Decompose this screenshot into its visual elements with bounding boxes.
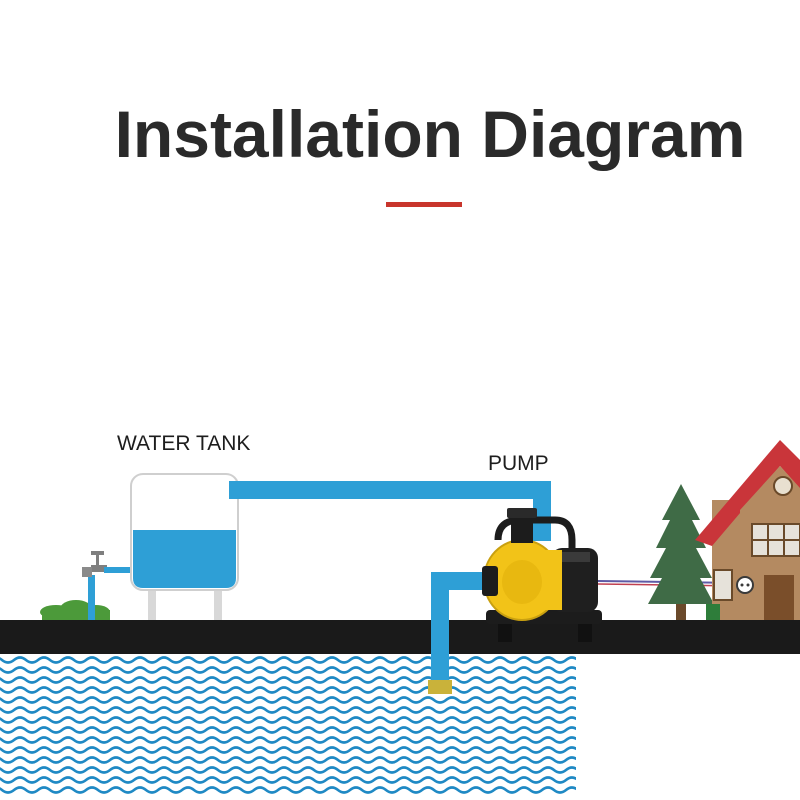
pump-label: PUMP xyxy=(488,452,549,475)
grass xyxy=(40,600,110,620)
foot-valve-icon xyxy=(428,680,452,694)
water-tank xyxy=(130,473,239,620)
wave-line xyxy=(0,696,576,704)
wave-line xyxy=(0,756,576,764)
wave-line xyxy=(0,686,576,694)
wave-line xyxy=(0,666,576,674)
house-icon xyxy=(695,440,800,620)
underground-water xyxy=(0,656,576,794)
wave-line xyxy=(0,776,576,784)
wave-line xyxy=(0,736,576,744)
wave-line xyxy=(0,716,576,724)
wave-line xyxy=(0,706,576,714)
wave-line xyxy=(0,766,576,774)
wave-line xyxy=(0,676,576,684)
pine-tree-icon xyxy=(648,484,714,620)
page-title: Installation Diagram xyxy=(114,97,746,171)
wave-line xyxy=(0,726,576,734)
water-pump-icon xyxy=(482,508,741,642)
water-tank-label: WATER TANK xyxy=(117,432,251,455)
pipe-system xyxy=(229,481,551,682)
wave-line xyxy=(0,656,576,664)
power-socket-icon xyxy=(736,576,754,594)
title-underline xyxy=(386,202,462,207)
ground-line xyxy=(0,620,800,654)
wave-line xyxy=(0,786,576,794)
faucet-icon xyxy=(82,551,132,620)
wave-line xyxy=(0,746,576,754)
